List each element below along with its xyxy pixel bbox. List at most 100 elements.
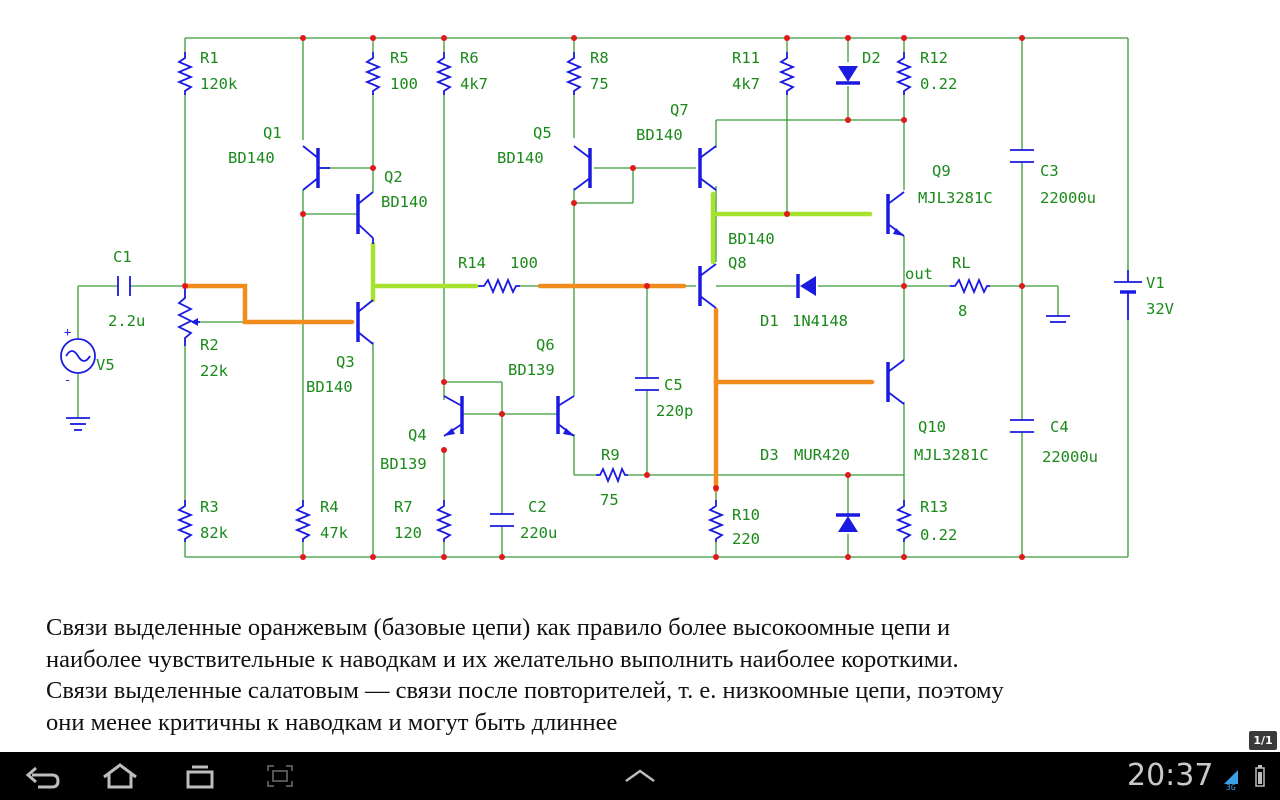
clock: 20:37 bbox=[1127, 758, 1214, 793]
label-R2-value: 22k bbox=[200, 362, 229, 380]
svg-text:-: - bbox=[64, 373, 71, 387]
label-Q10-name: Q10 bbox=[918, 418, 946, 436]
label-D1-name: D1 bbox=[760, 312, 779, 330]
amplifier-schematic: .w { stroke:#3a9a3a; stroke-width:1.3; f… bbox=[60, 35, 1174, 560]
component-labels: R1 120k R5 100 R6 4k7 R8 75 R11 4k7 D2 R… bbox=[96, 49, 1174, 548]
label-Q4-name: Q4 bbox=[408, 426, 427, 444]
label-Q8-name: Q8 bbox=[728, 254, 747, 272]
svg-text:+: + bbox=[64, 325, 71, 339]
sources: + - bbox=[60, 270, 1142, 431]
recent-apps-button[interactable] bbox=[170, 752, 230, 800]
label-C5-name: C5 bbox=[664, 376, 683, 394]
label-Q7-name: Q7 bbox=[670, 101, 689, 119]
label-Q2-value: BD140 bbox=[381, 193, 428, 211]
caption-line-1: Связи выделенные оранжевым (базовые цепи… bbox=[46, 614, 951, 641]
label-R7-value: 120 bbox=[394, 524, 422, 542]
label-Q8-value: BD140 bbox=[728, 230, 775, 248]
label-R8-value: 75 bbox=[590, 75, 609, 93]
status-icons: 3G bbox=[1224, 765, 1265, 792]
resistors bbox=[176, 52, 990, 542]
label-R9-value: 75 bbox=[600, 491, 619, 509]
label-Q10-value: MJL3281C bbox=[914, 446, 989, 464]
label-R7-name: R7 bbox=[394, 498, 413, 516]
label-R13-value: 0.22 bbox=[920, 526, 957, 544]
label-Q4-value: BD139 bbox=[380, 455, 427, 473]
caption-line-2: наиболее чувствительные к наводкам и их … bbox=[46, 645, 959, 673]
back-button[interactable] bbox=[12, 752, 72, 800]
screenshot-button[interactable] bbox=[250, 752, 310, 800]
label-Q6-name: Q6 bbox=[536, 336, 555, 354]
label-Q9-value: MJL3281C bbox=[918, 189, 993, 207]
caption-line-3: Связи выделенные салатовым — связи после… bbox=[46, 677, 1004, 704]
label-C5-value: 220p bbox=[656, 402, 693, 420]
signal-icon bbox=[1224, 770, 1238, 784]
label-C1-name: C1 bbox=[113, 248, 132, 266]
network-type: 3G bbox=[1226, 783, 1236, 792]
label-R14-value: 100 bbox=[510, 254, 538, 272]
label-C2-name: C2 bbox=[528, 498, 547, 516]
page-counter: 1/1 bbox=[1249, 731, 1277, 750]
label-R4-value: 47k bbox=[320, 524, 349, 542]
label-R6-name: R6 bbox=[460, 49, 479, 67]
home-icon bbox=[103, 763, 137, 789]
label-V1-name: V1 bbox=[1146, 274, 1165, 292]
label-R6-value: 4k7 bbox=[460, 75, 488, 93]
label-R3-name: R3 bbox=[200, 498, 219, 516]
label-RL-value: 8 bbox=[958, 302, 967, 320]
wires bbox=[77, 37, 1129, 558]
transistors bbox=[302, 145, 905, 437]
label-C1-value: 2.2u bbox=[108, 312, 145, 330]
label-D2-name: D2 bbox=[862, 49, 881, 67]
label-R8-name: R8 bbox=[590, 49, 609, 67]
label-R10-name: R10 bbox=[732, 506, 760, 524]
label-D1-value: 1N4148 bbox=[792, 312, 848, 330]
home-button[interactable] bbox=[90, 752, 150, 800]
label-RL-name: RL bbox=[952, 254, 971, 272]
label-R5-value: 100 bbox=[390, 75, 418, 93]
label-R11-name: R11 bbox=[732, 49, 760, 67]
caption-text: Связи выделенные оранжевым (базовые цепи… bbox=[46, 612, 1246, 738]
diodes bbox=[796, 66, 860, 532]
recent-apps-icon bbox=[186, 765, 214, 789]
label-Q3-value: BD140 bbox=[306, 378, 353, 396]
label-V5-name: V5 bbox=[96, 356, 115, 374]
battery-icon bbox=[1255, 765, 1265, 787]
highlight-green-nets bbox=[370, 191, 873, 303]
label-Q5-name: Q5 bbox=[533, 124, 552, 142]
system-navigation-bar bbox=[0, 752, 1280, 800]
screenshot-icon bbox=[267, 765, 293, 787]
notification-shade-button[interactable] bbox=[610, 752, 670, 800]
label-R12-value: 0.22 bbox=[920, 75, 957, 93]
caption-line-4: они менее критичны к наводкам и могут бы… bbox=[46, 708, 618, 736]
label-C3-name: C3 bbox=[1040, 162, 1059, 180]
label-Q6-value: BD139 bbox=[508, 361, 555, 379]
label-R13-name: R13 bbox=[920, 498, 948, 516]
label-Q9-name: Q9 bbox=[932, 162, 951, 180]
back-icon bbox=[25, 766, 60, 789]
label-R1-name: R1 bbox=[200, 49, 219, 67]
label-Q2-name: Q2 bbox=[384, 168, 403, 186]
highlight-orange-nets bbox=[183, 283, 875, 493]
label-C2-value: 220u bbox=[520, 524, 557, 542]
label-Q1-name: Q1 bbox=[263, 124, 282, 142]
label-R14-name: R14 bbox=[458, 254, 486, 272]
chevron-up-icon bbox=[625, 769, 655, 783]
label-R4-name: R4 bbox=[320, 498, 339, 516]
label-D3-name: D3 bbox=[760, 446, 779, 464]
label-R10-value: 220 bbox=[732, 530, 760, 548]
label-Q1-value: BD140 bbox=[228, 149, 275, 167]
label-R11-value: 4k7 bbox=[732, 75, 760, 93]
label-Q7-value: BD140 bbox=[636, 126, 683, 144]
label-Q5-value: BD140 bbox=[497, 149, 544, 167]
node-dots bbox=[182, 35, 1025, 560]
label-R1-value: 120k bbox=[200, 75, 238, 93]
label-V1-value: 32V bbox=[1146, 300, 1174, 318]
label-R12-name: R12 bbox=[920, 49, 948, 67]
label-R9-name: R9 bbox=[601, 446, 620, 464]
label-out: out bbox=[905, 265, 933, 283]
capacitors bbox=[117, 149, 1034, 527]
label-D3-value: MUR420 bbox=[794, 446, 850, 464]
label-Q3-name: Q3 bbox=[336, 353, 355, 371]
label-R5-name: R5 bbox=[390, 49, 409, 67]
label-C3-value: 22000u bbox=[1040, 189, 1096, 207]
